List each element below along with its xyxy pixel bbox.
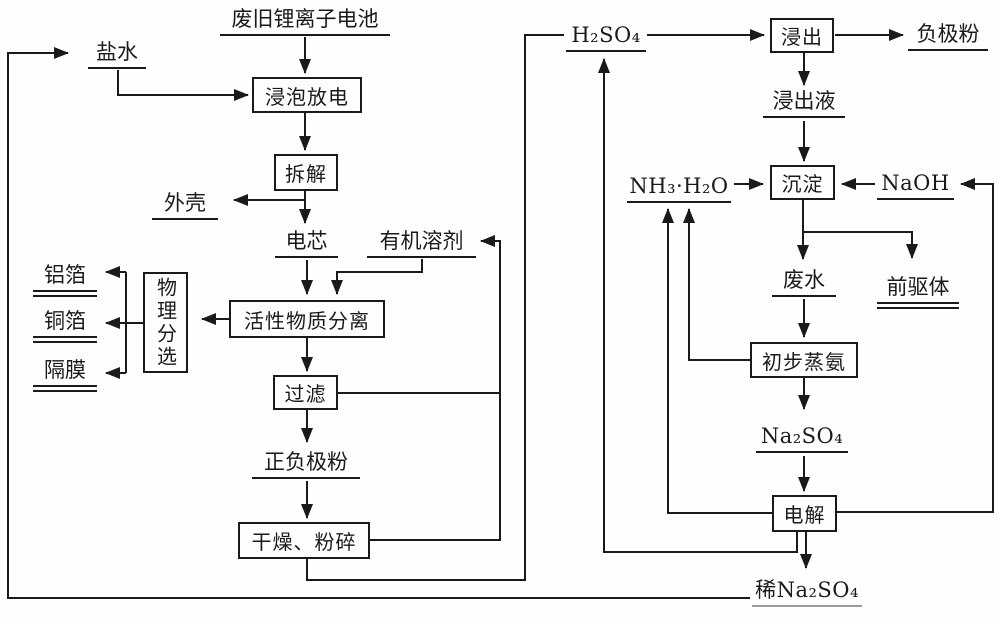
label-waste-water: 废水 [772,268,836,298]
label-organic-solvent: 有机溶剂 [367,229,476,259]
node-dismantle: 拆解 [274,154,338,191]
label-anode-powder: 负极粉 [908,22,988,52]
label-electrode-powder: 正负极粉 [252,450,360,480]
label-na2so4: Na₂SO₄ [756,424,848,454]
node-electrolysis: 电解 [772,495,837,532]
label-h2so4: H₂SO₄ [566,23,646,53]
label-naoh: NaOH [877,171,954,201]
node-active-material-separation: 活性物质分离 [229,300,385,338]
node-leach: 浸出 [770,18,834,53]
label-membrane: 隔膜 [33,358,97,393]
label-salt-water: 盐水 [88,40,146,70]
node-ammonia-evaporation: 初步蒸氨 [750,342,858,378]
label-cu-foil: 铜箔 [33,309,97,344]
node-precipitate: 沉淀 [770,165,835,200]
label-shell: 外壳 [152,191,218,221]
label-al-foil: 铝箔 [33,263,97,298]
node-physical-sorting: 物理分选 [143,272,188,373]
label-dilute-na2so4: 稀Na₂SO₄ [752,578,862,608]
label-ammonia-water: NH₃·H₂O [627,174,731,204]
label-leachate: 浸出液 [763,89,845,119]
node-filter: 过滤 [273,375,338,410]
node-dry-crush: 干燥、粉碎 [238,522,370,559]
label-precursor: 前驱体 [877,275,959,310]
label-cell: 电芯 [275,229,338,259]
label-waste-battery: 废旧锂离子电池 [220,7,390,37]
node-soak-discharge: 浸泡放电 [252,77,362,113]
